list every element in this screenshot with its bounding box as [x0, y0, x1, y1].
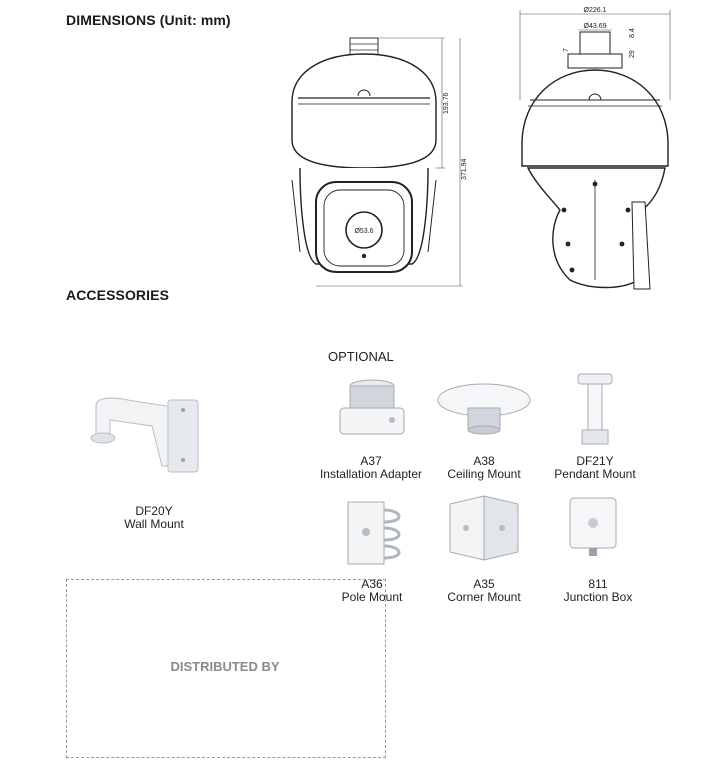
- ceiling-mount-image: [437, 383, 531, 435]
- svg-text:371.94: 371.94: [461, 158, 468, 180]
- distributed-by-box: [66, 579, 386, 758]
- installation-adapter-image: [339, 379, 405, 435]
- front-view-drawing: Ø53.6 193.76 371.94: [291, 37, 468, 287]
- svg-text:29: 29: [629, 50, 636, 58]
- junction-box-image: [569, 497, 617, 556]
- svg-text:Ø226.1: Ø226.1: [584, 7, 607, 14]
- distributed-by-label: DISTRIBUTED BY: [170, 659, 280, 674]
- wall-mount-image: [90, 397, 199, 473]
- accessory-a38: A38 Ceiling Mount: [447, 454, 521, 481]
- accessories-heading: ACCESSORIES: [66, 287, 170, 303]
- svg-text:7: 7: [563, 48, 570, 52]
- pendant-mount-image: [577, 373, 613, 445]
- optional-label: OPTIONAL: [328, 349, 394, 364]
- pole-mount-image: [347, 501, 401, 565]
- accessory-a37: A37 Installation Adapter: [319, 454, 423, 481]
- accessory-df21y: DF21Y Pendant Mount: [554, 454, 636, 481]
- svg-text:193.76: 193.76: [443, 92, 450, 114]
- svg-text:8.4: 8.4: [629, 28, 636, 38]
- corner-mount-image: [449, 495, 519, 561]
- side-view-drawing: Ø226.1 Ø43.69 8.4 29 7: [519, 7, 671, 290]
- lens-diameter-label: Ø53.6: [354, 228, 373, 235]
- accessory-a36: A36 Pole Mount: [341, 577, 403, 604]
- accessory-811: 811 Junction Box: [563, 577, 633, 604]
- accessory-a35: A35 Corner Mount: [447, 577, 521, 604]
- dimensions-heading: DIMENSIONS (Unit: mm): [66, 12, 231, 28]
- accessory-df20y: DF20Y Wall Mount: [124, 504, 184, 531]
- svg-text:Ø43.69: Ø43.69: [584, 23, 607, 30]
